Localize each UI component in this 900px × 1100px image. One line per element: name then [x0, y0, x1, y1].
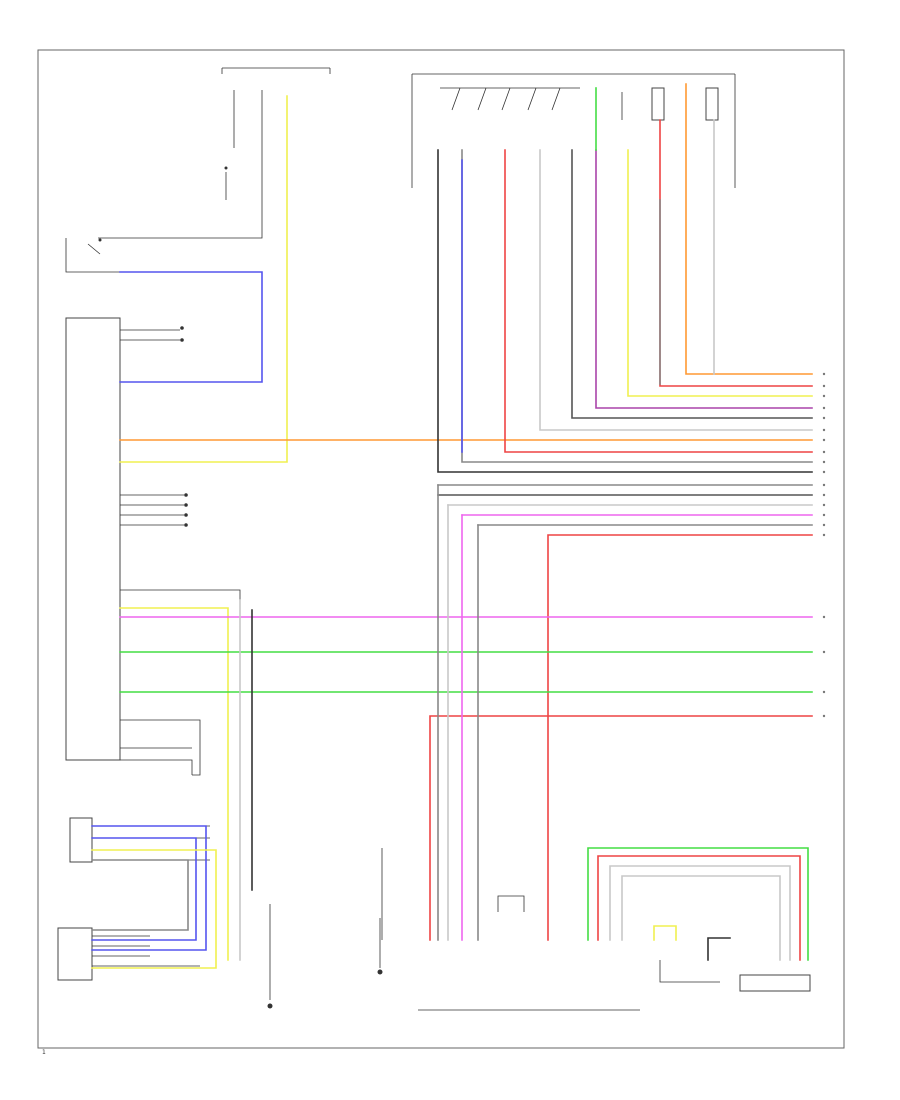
wire-yellow-bottom-right — [653, 925, 677, 941]
terminal-dot — [822, 416, 826, 420]
wire-blue-lower-2 — [91, 837, 197, 941]
diagram-border — [37, 49, 845, 1049]
left-control-module — [65, 317, 241, 776]
wire-yellow-mid — [119, 607, 229, 961]
terminal-dot — [822, 460, 826, 464]
terminal-dot — [822, 438, 826, 442]
wire-yellow-lower — [91, 849, 217, 969]
terminal-dot — [822, 714, 826, 718]
wire-yellow-top — [119, 95, 288, 463]
bottom-connectors — [267, 848, 811, 1011]
terminal-dot — [822, 470, 826, 474]
wire-trans-yellow — [627, 149, 813, 397]
wire-trans-black-1 — [437, 149, 813, 473]
wire-trans-gray-1 — [461, 149, 813, 463]
wire-red-lower — [429, 715, 813, 941]
terminal-dot — [822, 406, 826, 410]
wire-trans-lightgray — [539, 149, 813, 431]
wire-blue-lower-1 — [91, 825, 207, 951]
terminal-dot — [822, 450, 826, 454]
terminal-dot — [822, 394, 826, 398]
wire-trans-darkgray — [571, 149, 813, 419]
terminal-dot — [822, 428, 826, 432]
terminal-dot — [822, 690, 826, 694]
wire-black-bottom-right — [707, 937, 731, 961]
top-left-connector — [65, 67, 331, 273]
terminal-dot — [822, 513, 826, 517]
wire-gray-lower — [91, 859, 189, 931]
terminal-dot — [822, 533, 826, 537]
terminal-dot — [822, 372, 826, 376]
wire-trans-purple — [595, 149, 813, 409]
wire-lightgray-bottom-right-1 — [609, 865, 791, 961]
terminal-dot — [822, 503, 826, 507]
right-side-terminals — [822, 372, 826, 718]
wire-trans-red-2 — [659, 119, 813, 387]
transmission-connector — [411, 73, 736, 188]
terminal-dot — [822, 384, 826, 388]
terminal-dot — [822, 493, 826, 497]
wire-trans-red-1 — [504, 149, 813, 453]
terminal-dot — [822, 523, 826, 527]
wire-green-bottom-right — [587, 847, 809, 961]
footer-code: 1 — [42, 1049, 46, 1056]
wire-lightgray-bottom-right-2 — [621, 875, 781, 961]
wire-red-bottom-right — [597, 855, 801, 961]
terminal-dot — [822, 650, 826, 654]
wire-blue-top-loop — [119, 271, 263, 383]
wire-red-h — [547, 534, 813, 941]
terminal-dot — [822, 615, 826, 619]
wire-trans-orange — [685, 83, 813, 375]
terminal-dot — [822, 483, 826, 487]
